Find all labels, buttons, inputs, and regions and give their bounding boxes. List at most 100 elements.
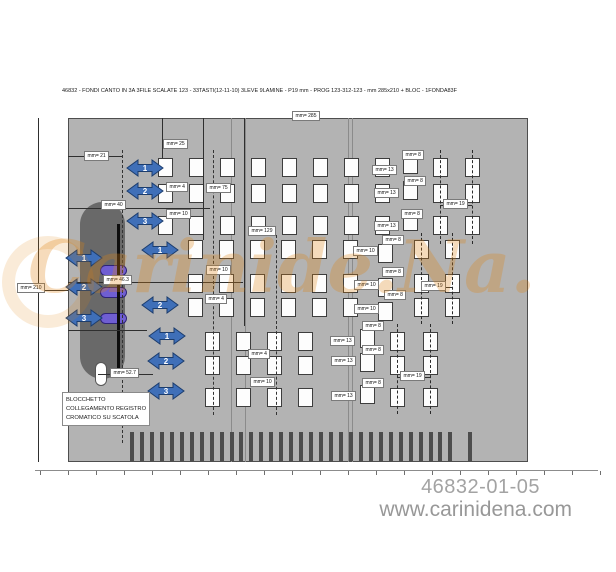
dimension-label: mm= 10	[166, 209, 192, 219]
register-pill	[100, 287, 127, 298]
center-line	[276, 235, 277, 415]
svg-text:3: 3	[82, 314, 87, 323]
ruler-tick	[404, 471, 405, 475]
dimension-label: mm= 13	[330, 336, 356, 346]
reed-slot	[219, 240, 234, 259]
key-bar	[299, 432, 304, 461]
lever-arrow: 1	[141, 240, 179, 260]
key-bar	[249, 432, 254, 461]
dimension-label: mm= 10	[353, 246, 379, 256]
key-bar	[378, 432, 383, 461]
key-bar	[259, 432, 264, 461]
lever-arrow: 3	[65, 308, 103, 328]
reed-slot	[220, 158, 235, 177]
reed-slot	[236, 356, 251, 375]
ruler-tick	[572, 471, 573, 475]
svg-text:1: 1	[165, 332, 170, 341]
dimension-label: mm= 13	[331, 391, 357, 401]
dimension-label: mm= 13	[372, 165, 398, 175]
reed-slot	[313, 184, 328, 203]
dimension-label: mm= 13	[374, 221, 400, 231]
dimension-label: mm= 8	[401, 209, 424, 219]
ruler-tick	[320, 471, 321, 475]
svg-text:1: 1	[82, 254, 87, 263]
key-bar	[388, 432, 393, 461]
reed-slot	[267, 356, 282, 375]
ruler-tick	[124, 471, 125, 475]
reed-slot	[188, 274, 203, 293]
reed-slot	[236, 332, 251, 351]
lever-rod	[117, 224, 120, 374]
reed-slot	[189, 158, 204, 177]
dimension-label: mm= 8	[382, 235, 405, 245]
ruler-tick	[488, 471, 489, 475]
key-bar	[348, 432, 353, 461]
reed-slot	[189, 216, 204, 235]
reed-slot	[205, 356, 220, 375]
dimension-label: mm= 25	[163, 139, 189, 149]
ruler-tick	[208, 471, 209, 475]
reed-slot	[250, 240, 265, 259]
key-bar	[338, 432, 343, 461]
reed-slot	[378, 302, 393, 321]
ruler-tick	[96, 471, 97, 475]
lever-arrow: 2	[126, 181, 164, 201]
lever-arrow: 1	[65, 248, 103, 268]
key-bar	[219, 432, 224, 461]
key-bar	[309, 432, 314, 461]
key-bar	[408, 432, 413, 461]
key-bar	[279, 432, 284, 461]
lever-arrow: 2	[141, 295, 179, 315]
reed-slot	[298, 388, 313, 407]
reed-slot	[236, 388, 251, 407]
lever-arrow: 2	[65, 277, 103, 297]
ruler-tick	[264, 471, 265, 475]
guide-line	[245, 118, 246, 462]
reed-slot	[189, 184, 204, 203]
reed-slot	[205, 388, 220, 407]
slot-centerline	[421, 233, 422, 324]
dimension-label: mm= 10	[354, 280, 380, 290]
dimension-label: mm= 129	[248, 226, 276, 236]
dimension-label: mm= 19	[443, 199, 469, 209]
dimension-label: mm= 4	[166, 182, 189, 192]
slot-centerline	[452, 233, 453, 324]
reed-slot	[205, 332, 220, 351]
dimension-line	[162, 118, 163, 158]
key-bar	[209, 432, 214, 461]
reed-slot	[220, 216, 235, 235]
ruler-tick	[600, 471, 601, 475]
dimension-label: mm= 19	[421, 281, 447, 291]
drawing-title: 46832 - FONDI CANTO IN 3A 3FILE SCALATE …	[62, 88, 457, 94]
ruler-tick	[180, 471, 181, 475]
dimension-line	[68, 282, 243, 283]
svg-text:1: 1	[158, 246, 163, 255]
reed-slot	[281, 240, 296, 259]
reed-slot	[312, 240, 327, 259]
reed-slot	[313, 216, 328, 235]
dimension-label: mm= 40	[101, 200, 127, 210]
reed-slot	[344, 184, 359, 203]
ruler-line	[35, 470, 598, 471]
key-bar	[368, 432, 373, 461]
reed-slot	[251, 158, 266, 177]
ruler-tick	[40, 471, 41, 475]
dimension-label: mm= 10	[354, 304, 380, 314]
key-bar	[319, 432, 324, 461]
key-bar	[169, 432, 174, 461]
key-bar	[199, 432, 204, 461]
dimension-label: mm= 13	[331, 356, 357, 366]
dimension-label: mm= 4	[205, 294, 228, 304]
center-line	[122, 150, 123, 443]
dimension-label: mm= 19	[400, 371, 426, 381]
ruler-tick	[68, 471, 69, 475]
drawing-number: 46832-01-05	[421, 476, 540, 498]
note-line: BLOCCHETTO	[66, 396, 106, 403]
dimension-label: mm= 8	[404, 176, 427, 186]
reed-slot	[267, 388, 282, 407]
key-bar	[448, 432, 453, 461]
dimension-label: mm= 46.3	[103, 275, 133, 285]
dimension-label: mm= 13	[374, 188, 400, 198]
reed-slot	[298, 332, 313, 351]
dimension-line	[203, 118, 204, 240]
